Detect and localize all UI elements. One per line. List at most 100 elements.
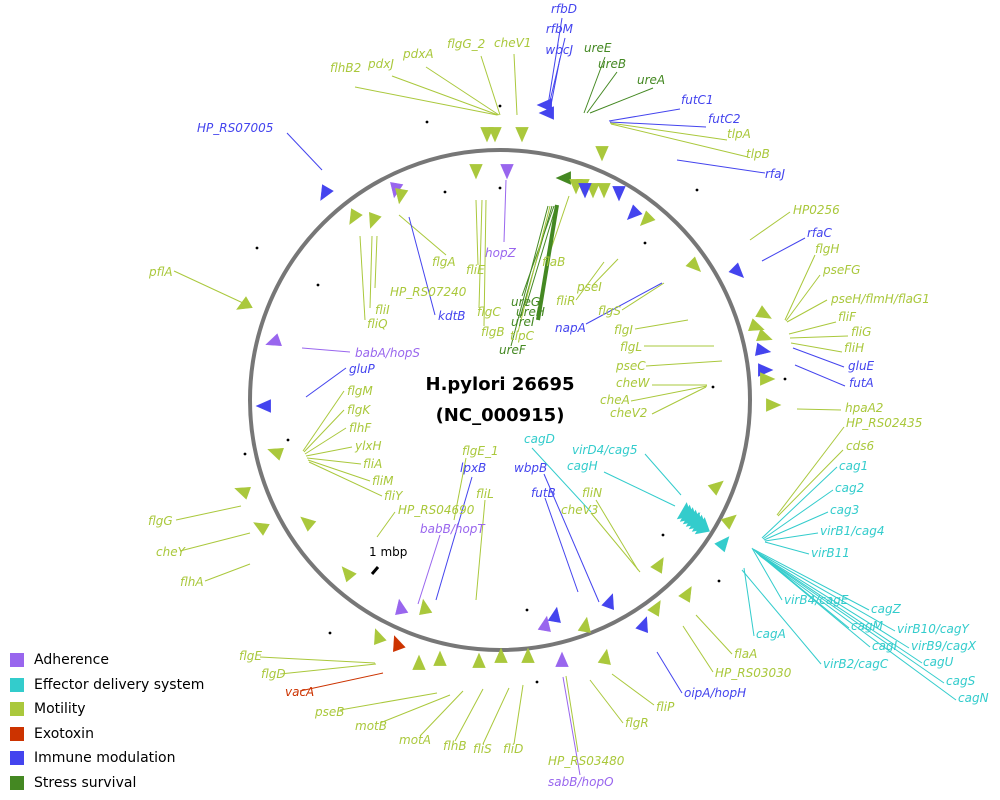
legend-item-immune-modulation: Immune modulation [10,746,204,771]
gene-label-flgs: flgS [598,304,621,318]
leader-line-flii [369,235,373,309]
gene-feature-motility-54 [395,187,409,205]
gene-feature-motility-29 [650,557,664,574]
leader-line-pdxj [391,75,499,116]
leader-line-flil [475,499,486,601]
leader-line-flga [398,214,447,256]
leader-line-uree [583,56,606,114]
gene-feature-motility-11 [595,146,609,162]
legend-item-stress-survival: Stress survival [10,771,204,796]
gene-feature-motility-49 [234,487,251,500]
gene-feature-motility-39 [412,654,426,670]
gene-label-vird4-cag5: virD4/cag5 [572,443,638,457]
gene-label-baba-hops: babA/hopS [355,346,420,360]
minor-tick-5 [643,241,647,245]
gene-feature-motility-17 [755,305,772,319]
gene-feature-motility-52 [369,212,382,229]
gene-label-caga: cagA [756,627,786,641]
leader-line-flia [306,457,362,465]
gene-label-flhf: flhF [349,421,372,435]
leader-line-flgs [621,282,665,311]
leader-line-tlpa [609,122,728,141]
gene-label-hpaa2: hpaA2 [845,401,883,415]
gene-label-urea: ureA [637,73,665,87]
leader-line-hp-rs07005 [286,132,323,171]
gene-label-flih: fliH [844,341,864,355]
legend-swatch [10,751,24,766]
leader-line-lpxb [435,476,473,601]
gene-label-chea: cheA [600,393,630,407]
leader-line-tlpb [610,123,749,158]
leader-line-hp-rs04690 [376,511,396,538]
leader-line-cagz [752,548,870,611]
gene-feature-immune-modulation-10 [578,183,592,199]
gene-label-uref: ureF [499,343,527,357]
gene-label-rfbm: rfbM [546,22,574,36]
gene-feature-motility-15 [685,256,702,273]
minor-tick-2 [443,190,447,194]
leader-line-chea [630,385,708,402]
gene-feature-motility-22 [760,372,776,386]
minor-tick-12 [661,533,665,537]
gene-label-cagi: cagI [872,639,898,653]
gene-feature-effector-delivery-system-27 [714,536,730,553]
leader-line-rfaj [676,159,766,174]
leader-line-flie [475,199,479,266]
gene-label-flil: fliL [476,487,494,501]
gene-label-rfac: rfaC [807,226,833,240]
gene-feature-motility-36 [494,647,508,663]
gene-label-wbpb: wbpB [514,461,547,475]
minor-tick-11 [243,452,247,456]
leader-line-cag3 [763,511,829,541]
leader-line-flgc [478,199,483,309]
leader-line-chey [179,532,251,552]
leader-line-babb-hopt [417,534,441,605]
gene-label-ureg: ureG [511,295,540,309]
gene-label-tlpc: tlpC [510,329,535,343]
gene-label-fliq: fliQ [367,317,388,331]
leader-line-flgd [279,663,377,675]
gene-label-flim: fliM [372,474,394,488]
cag-island-feature-6 [694,517,710,535]
minor-tick-16 [328,631,332,635]
gene-label-virb10-cagy: virB10/cagY [897,622,970,636]
gene-label-flie: fliE [466,263,485,277]
leader-line-hp-rs03480 [565,675,579,753]
gene-label-hp0256: HP0256 [793,203,840,217]
gene-label-cagh: cagH [567,459,598,473]
gene-label-chev2: cheV2 [610,406,647,420]
leader-line-virb1-cag4 [764,532,819,542]
legend-swatch [10,653,24,668]
gene-label-flgg-2: flgG_2 [447,37,485,51]
gene-label-virb9-cagx: virB9/cagX [911,639,977,653]
gene-label-virb1-cag4: virB1/cag4 [820,524,884,538]
gene-label-flgg: flgG [148,514,173,528]
legend-label: Stress survival [34,774,137,791]
leader-line-baba-hops [301,347,351,353]
leader-line-hopz [503,179,507,243]
legend-label: Effector delivery system [34,676,205,693]
gene-features [234,98,787,684]
leader-line-chev2 [651,386,707,415]
gene-label-psei: pseI [576,280,602,294]
gene-label-futc2: futC2 [708,112,741,126]
gene-label-pdxa: pdxA [402,47,434,61]
gene-feature-motility-32 [577,616,591,634]
gene-label-flgr: flgR [625,716,649,730]
minor-tick-1 [498,104,502,108]
gene-label-flif: fliF [838,310,857,324]
leader-line-hp-rs03030 [682,625,714,673]
gene-feature-motility-24 [707,480,724,496]
leader-line-glue [792,347,845,368]
gene-feature-motility-37 [472,652,486,668]
gene-feature-immune-modulation-59 [547,606,561,624]
gene-feature-motility-28 [678,586,692,603]
minor-tick-8 [783,377,787,381]
leader-line-flgg [175,505,242,521]
gene-label-flin: fliN [582,486,602,500]
gene-feature-motility-42 [341,566,357,583]
gene-label-cagu: cagU [923,655,954,669]
leader-line-napa [585,282,663,325]
